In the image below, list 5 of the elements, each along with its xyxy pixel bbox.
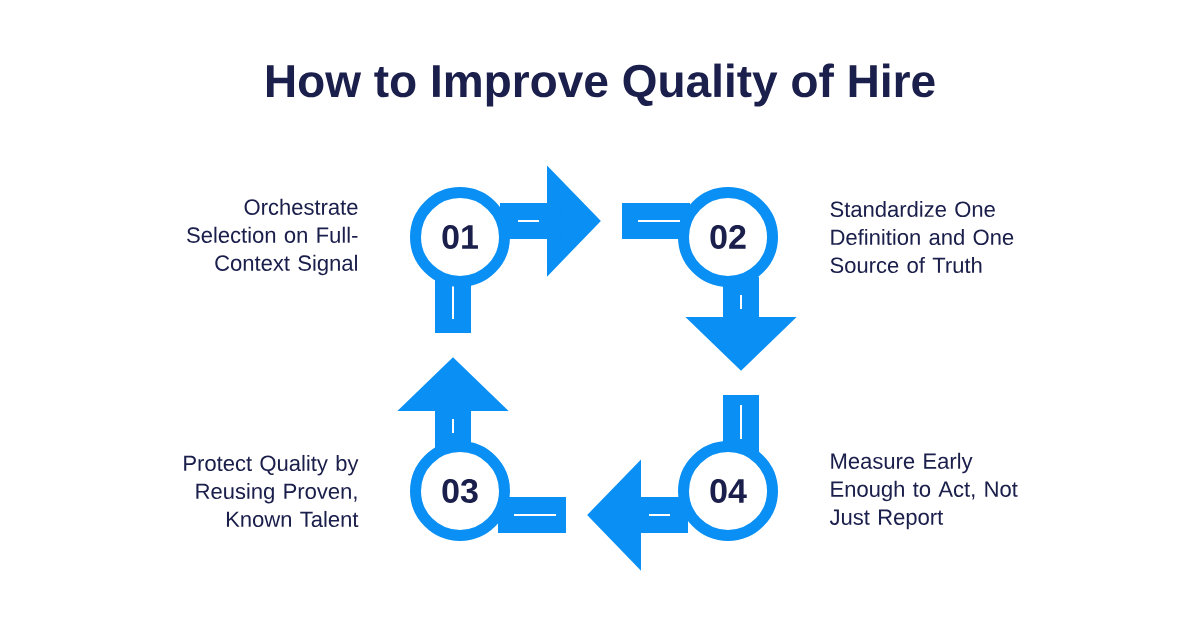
step-description: Standardize One Definition and One Source of Truth <box>830 200 1014 274</box>
title: How to Improve Quality of Hire <box>267 63 935 107</box>
step-description: Orchestrate Selection on Full-Context Signal <box>187 198 358 276</box>
step-description: Protect Quality by Reusing Proven, Known Talent <box>184 454 359 528</box>
step-description: Measure Early Enough to Act, Not Just Report <box>829 452 1018 530</box>
